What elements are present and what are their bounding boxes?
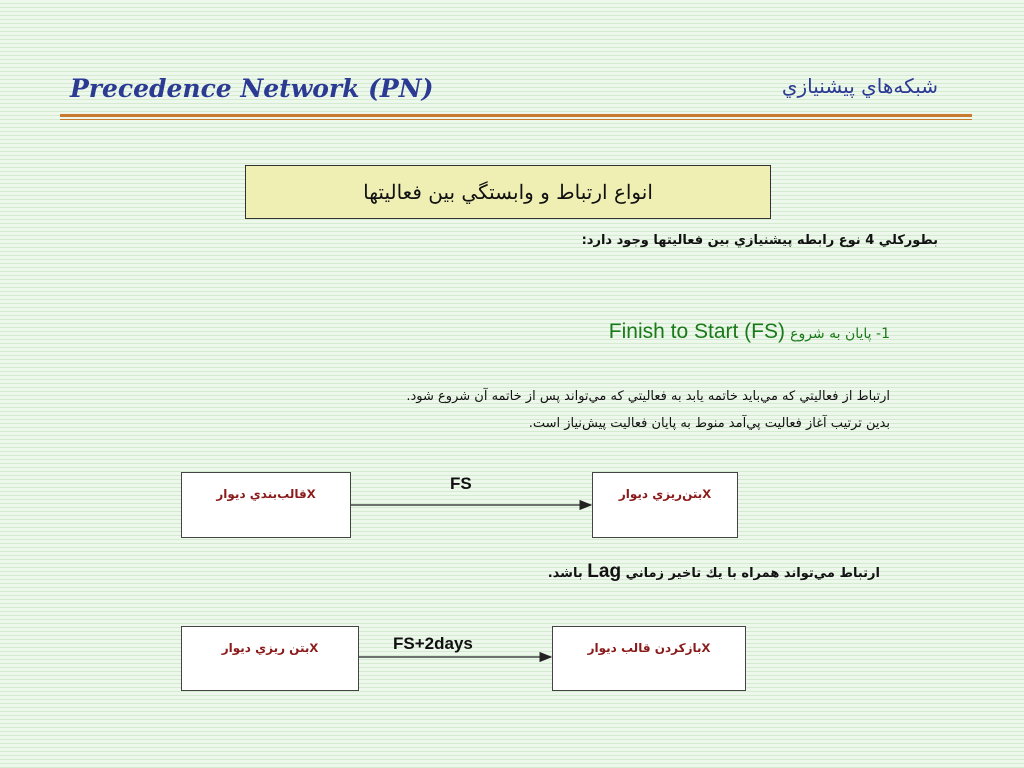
intro-text: بطوركلي 4 نوع رابطه پيشنيازي بين فعاليته… bbox=[581, 233, 938, 248]
activity-variable: x bbox=[306, 485, 316, 502]
section-heading-text: انواع ارتباط و وابستگي بين فعاليتها bbox=[363, 180, 653, 204]
header-divider-thin bbox=[60, 119, 972, 120]
activity-label: بتن ريزي ديوارx bbox=[222, 639, 319, 657]
lag-note-before: ارتباط مي‌تواند همراه با يك تاخير زماني bbox=[625, 566, 880, 581]
activity-variable: x bbox=[309, 639, 319, 656]
lag-note: باشد. Lag ارتباط مي‌تواند همراه با يك تا… bbox=[400, 561, 880, 583]
activity-name: قالب‌بندي ديوار bbox=[216, 487, 307, 501]
activity-name: بتن ريزي ديوار bbox=[221, 641, 310, 655]
header-divider-thick bbox=[60, 114, 972, 117]
activity-name: بازكردن قالب ديوار bbox=[587, 641, 702, 655]
fs-link-label: FS bbox=[450, 474, 472, 493]
fs-section-title: Finish to Start (FS) 1- پايان به شروع bbox=[400, 320, 890, 344]
activity-box-formwork: قالب‌بندي ديوارx bbox=[181, 472, 351, 538]
fs-consequence-paragraph: بدين ترتيب آغاز فعاليت پي‌آمد منوط به پا… bbox=[528, 416, 890, 431]
activity-box-concreting-2: بتن ريزي ديوارx bbox=[181, 626, 359, 691]
activity-label: قالب‌بندي ديوارx bbox=[216, 485, 315, 503]
fs-section-title-persian: 1- پايان به شروع bbox=[790, 326, 890, 342]
activity-box-concreting: بتن‌ريزي ديوارx bbox=[592, 472, 738, 538]
activity-box-stripping: بازكردن قالب ديوارx bbox=[552, 626, 746, 691]
activity-label: بتن‌ريزي ديوارx bbox=[619, 485, 711, 503]
fs-definition-paragraph: ارتباط از فعاليتي كه مي‌بايد خاتمه يابد … bbox=[406, 389, 890, 404]
activity-variable: x bbox=[701, 639, 711, 656]
activity-variable: x bbox=[702, 485, 712, 502]
fs-lag-link-label: FS+2days bbox=[393, 634, 473, 653]
activity-label: بازكردن قالب ديوارx bbox=[588, 639, 711, 657]
lag-note-after: باشد. bbox=[547, 566, 583, 581]
page-title-persian: شبكه‌هاي پيشنيازي bbox=[781, 74, 938, 98]
fs-section-title-english: Finish to Start (FS) bbox=[608, 320, 785, 343]
section-heading-box: انواع ارتباط و وابستگي بين فعاليتها bbox=[245, 165, 771, 219]
page-title: Precedence Network (PN) bbox=[70, 74, 434, 103]
activity-name: بتن‌ريزي ديوار bbox=[618, 487, 703, 501]
lag-term: Lag bbox=[587, 561, 622, 582]
